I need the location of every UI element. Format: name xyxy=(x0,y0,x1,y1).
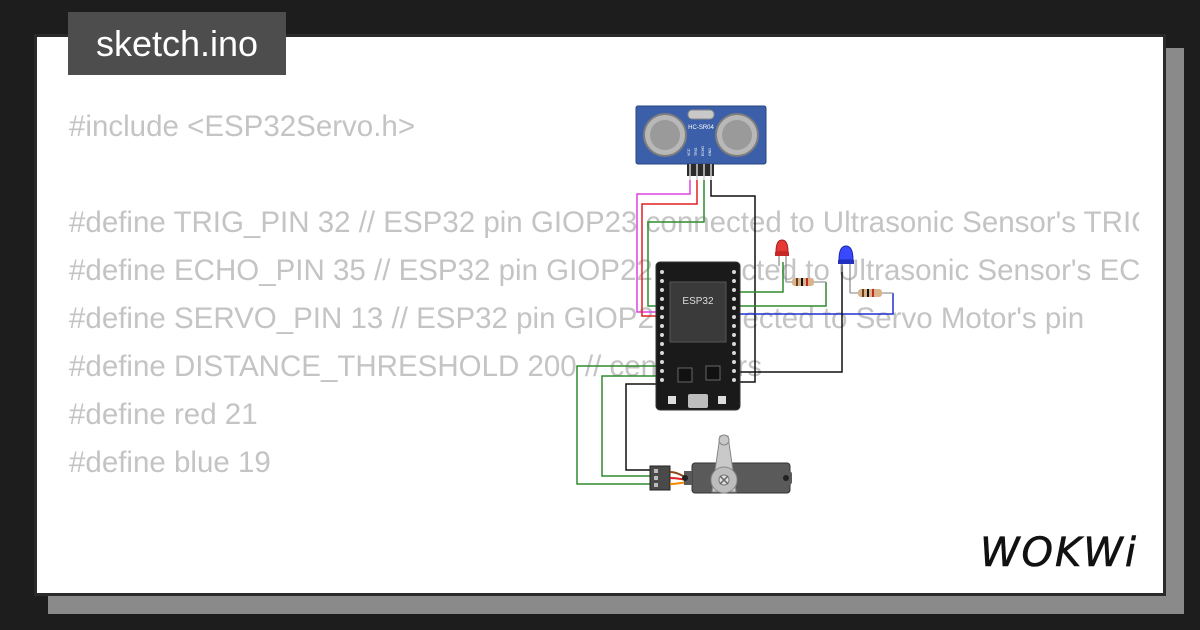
ultrasonic-sensor[interactable]: HC-SR04 VCC TRIG ECHO GND xyxy=(635,105,767,180)
blue-led[interactable] xyxy=(838,245,854,293)
sensor-pin-label: TRIG xyxy=(694,147,698,156)
code-line: #define TRIG_PIN 32 // ESP32 pin GIOP23 … xyxy=(69,206,1139,239)
sensor-pin-label: VCC xyxy=(687,148,691,156)
brand-name: WOKWi xyxy=(980,530,1138,576)
code-line: #include <ESP32Servo.h> xyxy=(69,110,416,143)
red-led[interactable] xyxy=(775,239,789,282)
code-line: Servo servo; // create servo object to c… xyxy=(69,583,1139,593)
sensor-pin-label: GND xyxy=(708,148,712,156)
wires xyxy=(576,180,894,485)
board-label: ESP32 xyxy=(682,296,714,307)
code-line: #define red 21 xyxy=(69,398,258,431)
file-name-tab[interactable]: sketch.ino xyxy=(68,12,286,75)
resistor[interactable] xyxy=(786,278,826,286)
esp32-board[interactable]: ESP32 xyxy=(655,261,741,411)
wokwi-logo: WOKWi xyxy=(976,528,1152,578)
sensor-label: HC-SR04 xyxy=(688,125,714,131)
resistor[interactable] xyxy=(850,289,893,297)
sensor-pin-label: ECHO xyxy=(701,146,705,156)
servo-motor[interactable] xyxy=(649,434,792,494)
code-line: #define blue 19 xyxy=(69,446,271,479)
preview-card: #include <ESP32Servo.h> #define TRIG_PIN … xyxy=(34,34,1166,596)
